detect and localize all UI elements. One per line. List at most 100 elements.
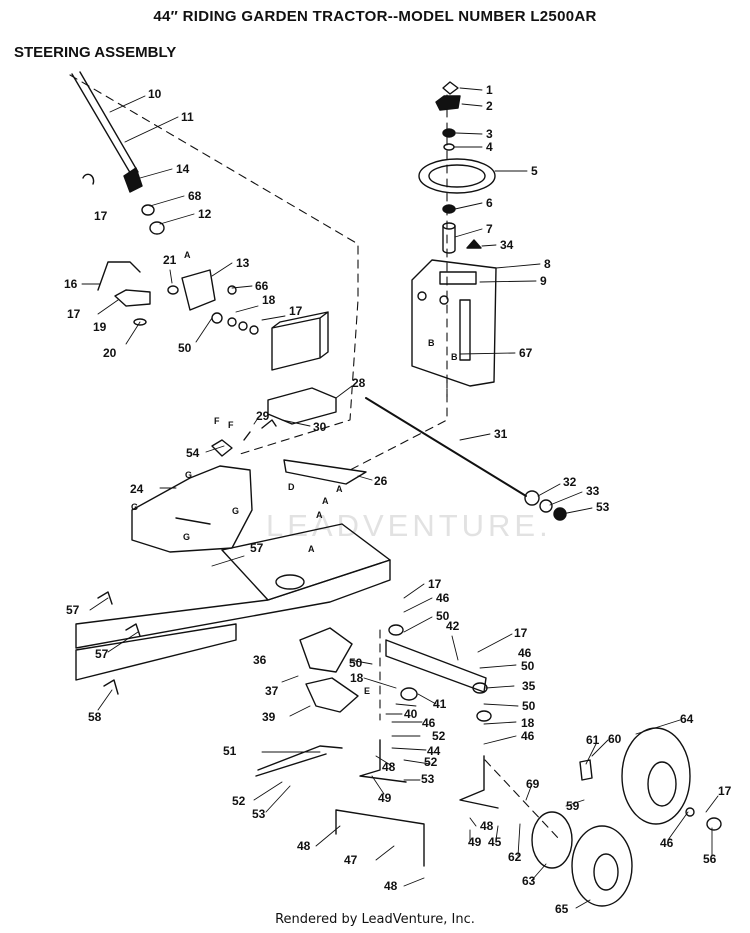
nut (211, 312, 223, 324)
callout-40: 40 (404, 707, 418, 721)
front-axle (385, 639, 487, 693)
callout-30: 30 (313, 420, 327, 434)
callout-54: 54 (186, 446, 200, 460)
callout-21: 21 (163, 253, 177, 267)
leader-line (159, 385, 491, 489)
steering-wheel-group (411, 81, 497, 387)
axle-pivot (400, 687, 418, 701)
callout-17: 17 (514, 626, 528, 640)
ref-letter-f: F (214, 416, 220, 426)
callout-11: 11 (181, 110, 194, 124)
bearing (149, 221, 165, 235)
bracket (283, 459, 367, 485)
column-shaft (71, 71, 139, 177)
nut (442, 128, 456, 138)
callout-17: 17 (289, 304, 303, 318)
callout-36: 36 (253, 653, 267, 667)
leader-lines (81, 87, 719, 909)
callout-48: 48 (384, 879, 398, 893)
ref-letter-d: D (288, 482, 295, 492)
callout-53: 53 (421, 772, 435, 786)
callout-50: 50 (349, 656, 363, 670)
steering-column-group (71, 71, 259, 335)
battery (271, 311, 329, 371)
callout-17: 17 (718, 784, 732, 798)
callout-35: 35 (522, 679, 536, 693)
callout-57: 57 (66, 603, 80, 617)
section-title: STEERING ASSEMBLY (14, 44, 177, 61)
pivot (211, 439, 233, 457)
callout-6: 6 (486, 196, 493, 210)
callout-46: 46 (436, 591, 450, 605)
callout-48: 48 (297, 839, 311, 853)
rear-tire (621, 727, 691, 825)
dash-panel (411, 259, 497, 387)
frame-side (75, 559, 391, 649)
adapter (442, 204, 456, 214)
callout-9: 9 (540, 274, 547, 288)
bushing-top (141, 204, 155, 216)
callout-13: 13 (236, 256, 250, 270)
ref-letter-a: A (316, 510, 323, 520)
leader-line (469, 719, 719, 857)
frame-group (75, 465, 391, 695)
callout-2: 2 (486, 99, 493, 113)
callout-14: 14 (176, 162, 190, 176)
rear-tire-hub (647, 761, 677, 807)
callout-46: 46 (422, 716, 436, 730)
page-title: 44″ RIDING GARDEN TRACTOR--MODEL NUMBER … (153, 8, 597, 25)
watermark-logo: LEADVENTURE. (266, 508, 552, 543)
column-bracket (123, 167, 143, 193)
callout-32: 32 (563, 475, 577, 489)
callout-65: 65 (555, 902, 569, 916)
clip (133, 318, 147, 326)
axle-bushing (388, 624, 404, 636)
callout-63: 63 (522, 874, 536, 888)
callout-33: 33 (586, 484, 600, 498)
leader-line (81, 262, 286, 345)
callout-69: 69 (526, 777, 540, 791)
cap-insert (442, 81, 459, 95)
ref-letter-a: A (308, 544, 315, 554)
ref-letter-g: G (232, 506, 239, 516)
callout-labels: 1 2 3 4 5 6 7 34 8 9 67 10 11 14 68 12 1… (64, 83, 732, 916)
leader-line (109, 95, 195, 225)
callout-41: 41 (433, 697, 447, 711)
key-rod (97, 261, 141, 291)
grommet (167, 285, 179, 295)
callout-34: 34 (500, 238, 514, 252)
callout-5: 5 (531, 164, 538, 178)
washer (227, 317, 237, 327)
callout-31: 31 (494, 427, 508, 441)
callout-52: 52 (232, 794, 246, 808)
callout-51: 51 (223, 744, 237, 758)
steering-wheel (418, 158, 496, 194)
steering-wheel-inner (428, 164, 486, 188)
callout-66: 66 (255, 279, 269, 293)
callout-1: 1 (486, 83, 493, 97)
callout-46: 46 (660, 836, 674, 850)
washer (249, 325, 259, 335)
steering-cap (435, 95, 461, 111)
washer (685, 807, 695, 817)
callout-17: 17 (94, 209, 108, 223)
callout-19: 19 (93, 320, 107, 334)
spindle-right (459, 755, 499, 809)
callout-67: 67 (519, 346, 533, 360)
hub-cap (706, 817, 722, 831)
callout-18: 18 (350, 671, 364, 685)
callout-47: 47 (344, 853, 358, 867)
ref-letter-a: A (184, 250, 191, 260)
callout-20: 20 (103, 346, 117, 360)
tie-rod (335, 809, 425, 867)
callout-45: 45 (488, 835, 502, 849)
callout-39: 39 (262, 710, 276, 724)
callout-49: 49 (468, 835, 482, 849)
callout-62: 62 (508, 850, 522, 864)
callout-48: 48 (382, 760, 396, 774)
callout-49: 49 (378, 791, 392, 805)
axle-bushing (476, 710, 492, 722)
leader-line (281, 583, 519, 745)
dash-slot (459, 299, 471, 361)
